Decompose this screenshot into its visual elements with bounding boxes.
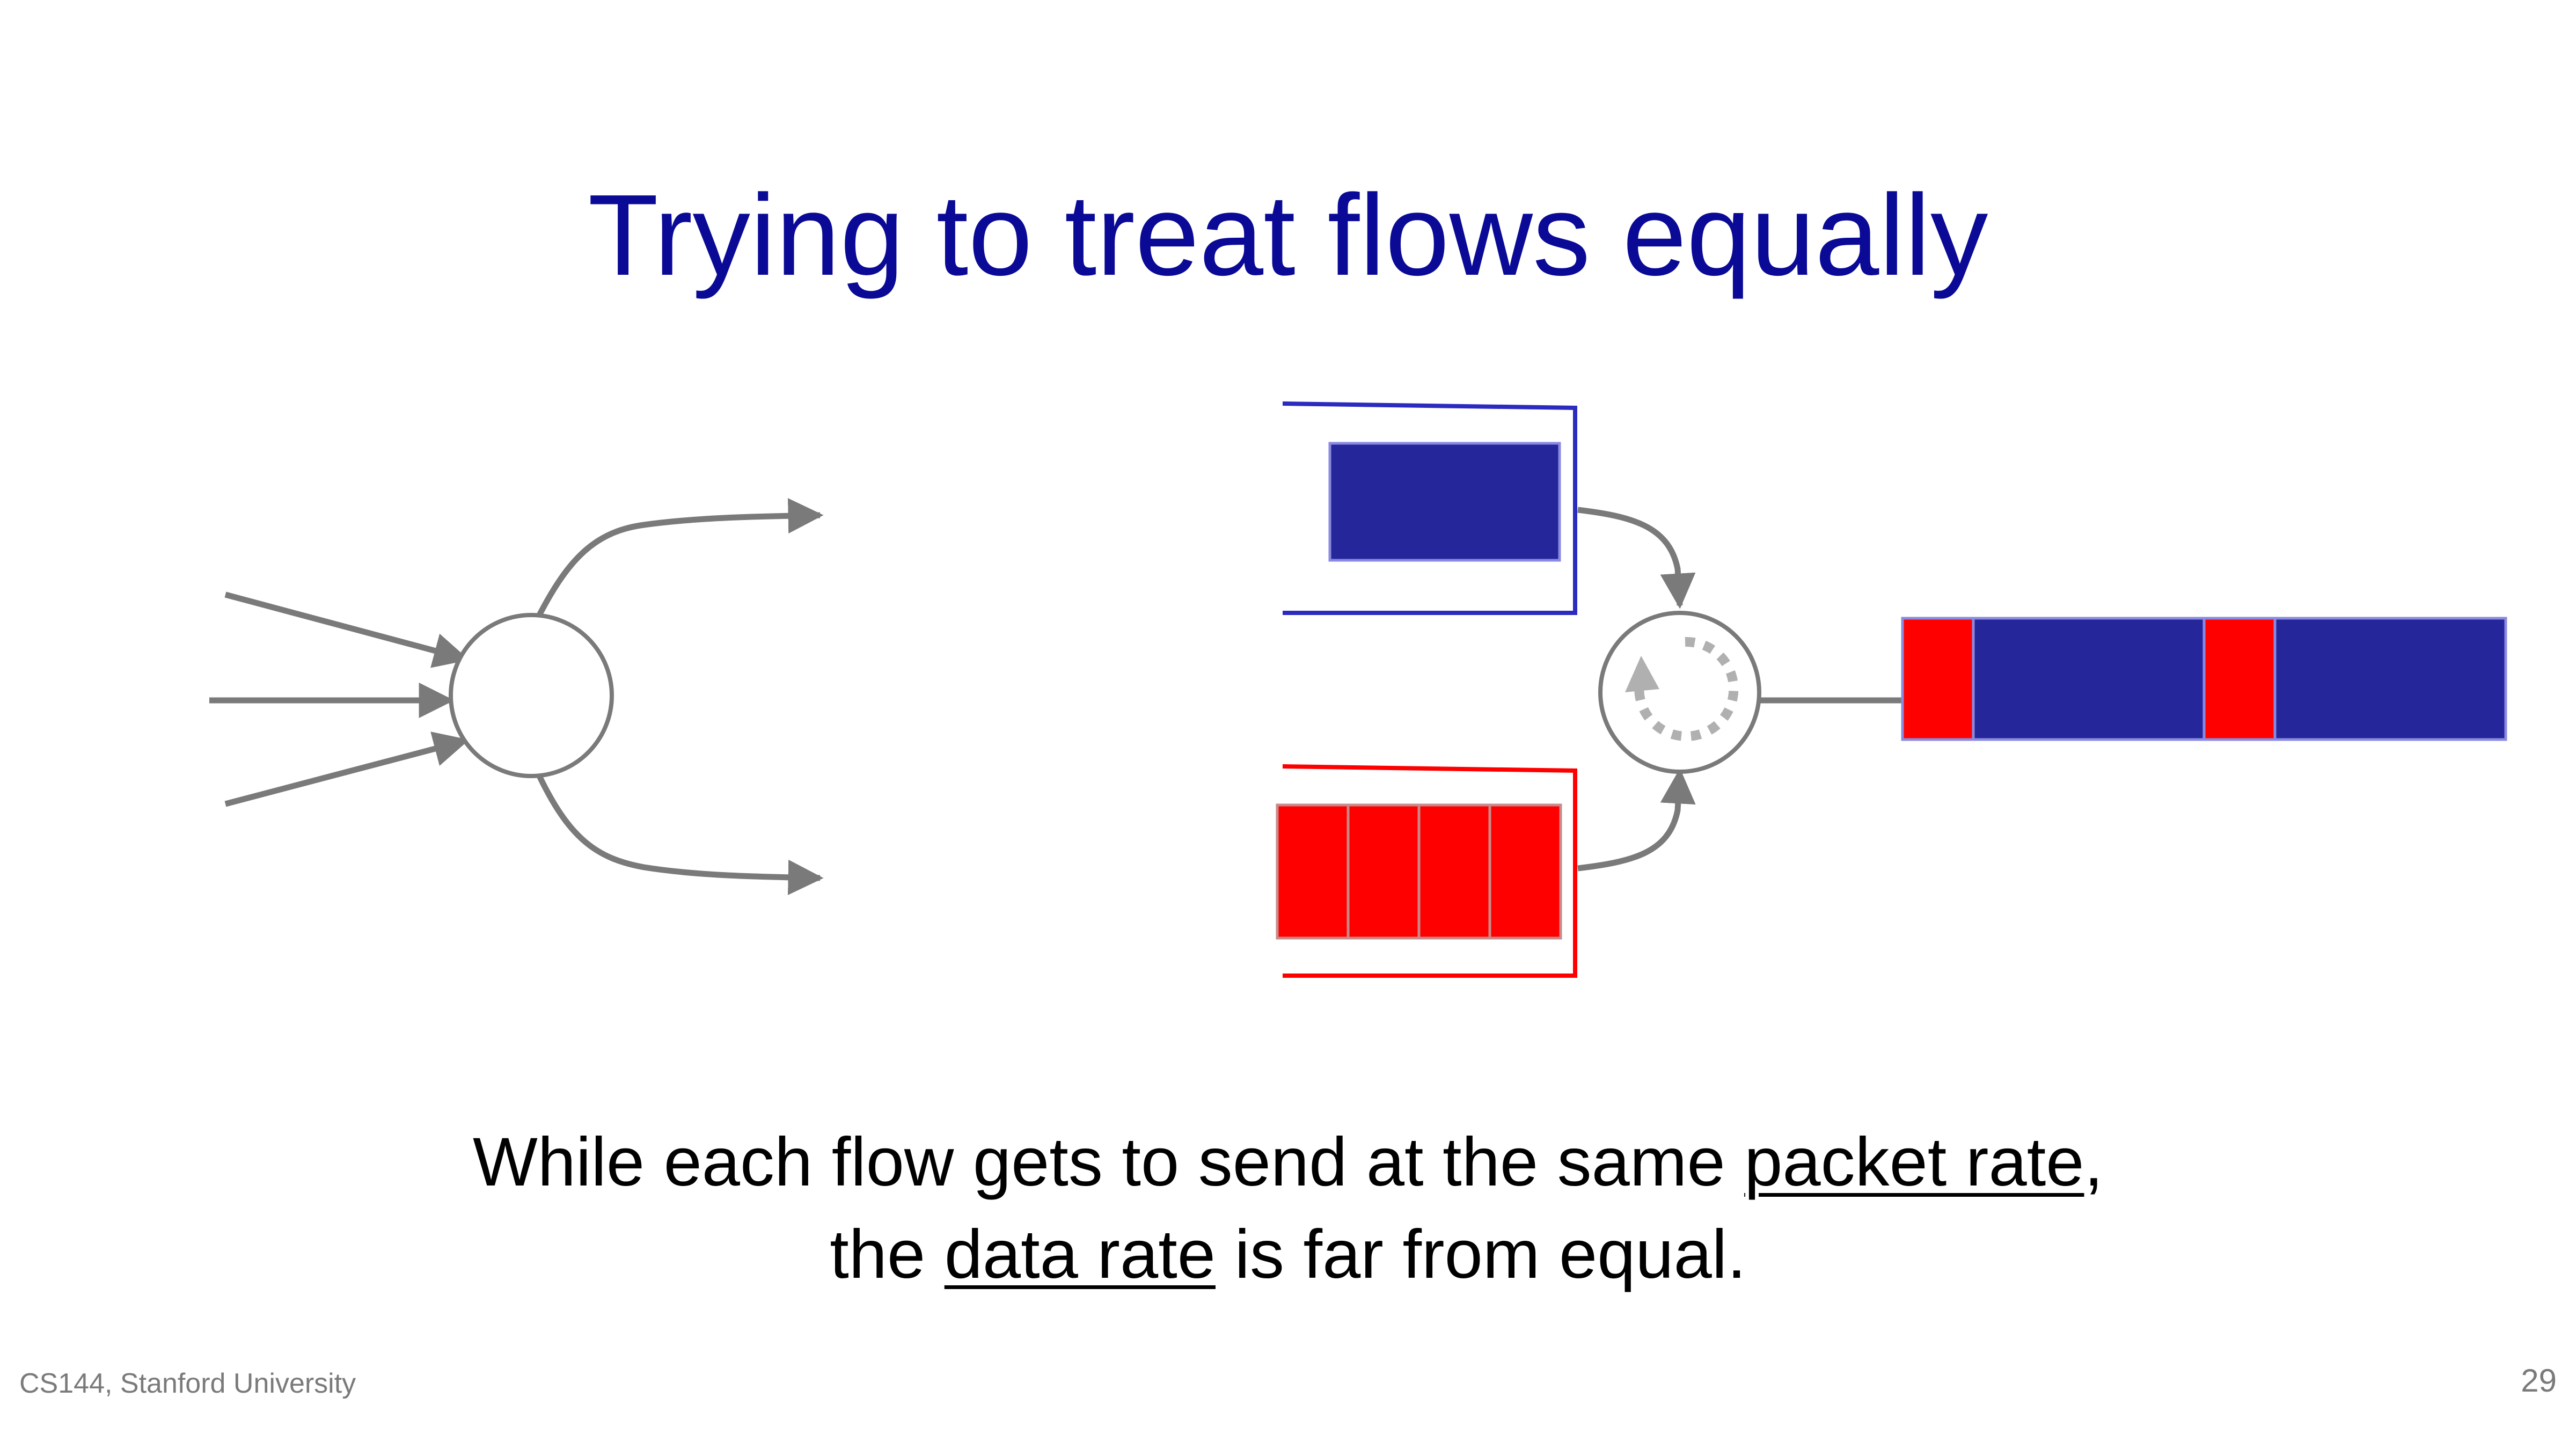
blue-flow-queue xyxy=(1282,401,1577,615)
blue-queue-outline xyxy=(1282,401,1577,615)
output-red-packet xyxy=(2202,617,2277,741)
caption-line-2: the data rate is far from equal. xyxy=(0,1209,2576,1301)
caption-text: While each flow gets to send at the same xyxy=(472,1124,1745,1201)
output-arrow-bottom xyxy=(537,774,824,895)
scheduler xyxy=(1598,611,1761,774)
router-node xyxy=(449,613,614,778)
red-packet xyxy=(1276,803,1350,940)
red-queue-outline xyxy=(1282,764,1577,978)
red-packet xyxy=(1488,803,1562,940)
red-packet xyxy=(1417,803,1491,940)
output-red-packet xyxy=(1901,617,1975,741)
red-to-scheduler-arrow xyxy=(1577,768,1696,872)
red-packet xyxy=(1346,803,1421,940)
blue-packet xyxy=(1328,442,1561,562)
left-router xyxy=(209,498,824,895)
output-blue-packet xyxy=(2273,617,2507,741)
caption-text: , xyxy=(2084,1124,2104,1201)
input-arrow-bottom xyxy=(224,731,470,807)
scheduler-node xyxy=(1598,611,1761,774)
input-arrow-top xyxy=(224,591,470,668)
packet-rate-term: packet rate xyxy=(1744,1124,2084,1201)
caption-text: the xyxy=(830,1216,945,1293)
data-rate-term: data rate xyxy=(944,1216,1216,1293)
output-arrow-top xyxy=(537,498,824,617)
footer-course: CS144, Stanford University xyxy=(19,1368,356,1399)
output-blue-packet xyxy=(1972,617,2206,741)
caption: While each flow gets to send at the same… xyxy=(0,1116,2576,1301)
red-flow-queue xyxy=(1276,764,1577,978)
output-packet-sequence xyxy=(1901,617,2507,741)
round-robin-icon xyxy=(1625,636,1739,741)
caption-text: is far from equal. xyxy=(1215,1216,1746,1293)
blue-to-scheduler-arrow xyxy=(1577,507,1696,609)
caption-line-1: While each flow gets to send at the same… xyxy=(0,1116,2576,1209)
page-number: 29 xyxy=(2521,1363,2557,1399)
slide-title: Trying to treat flows equally xyxy=(588,170,1988,299)
